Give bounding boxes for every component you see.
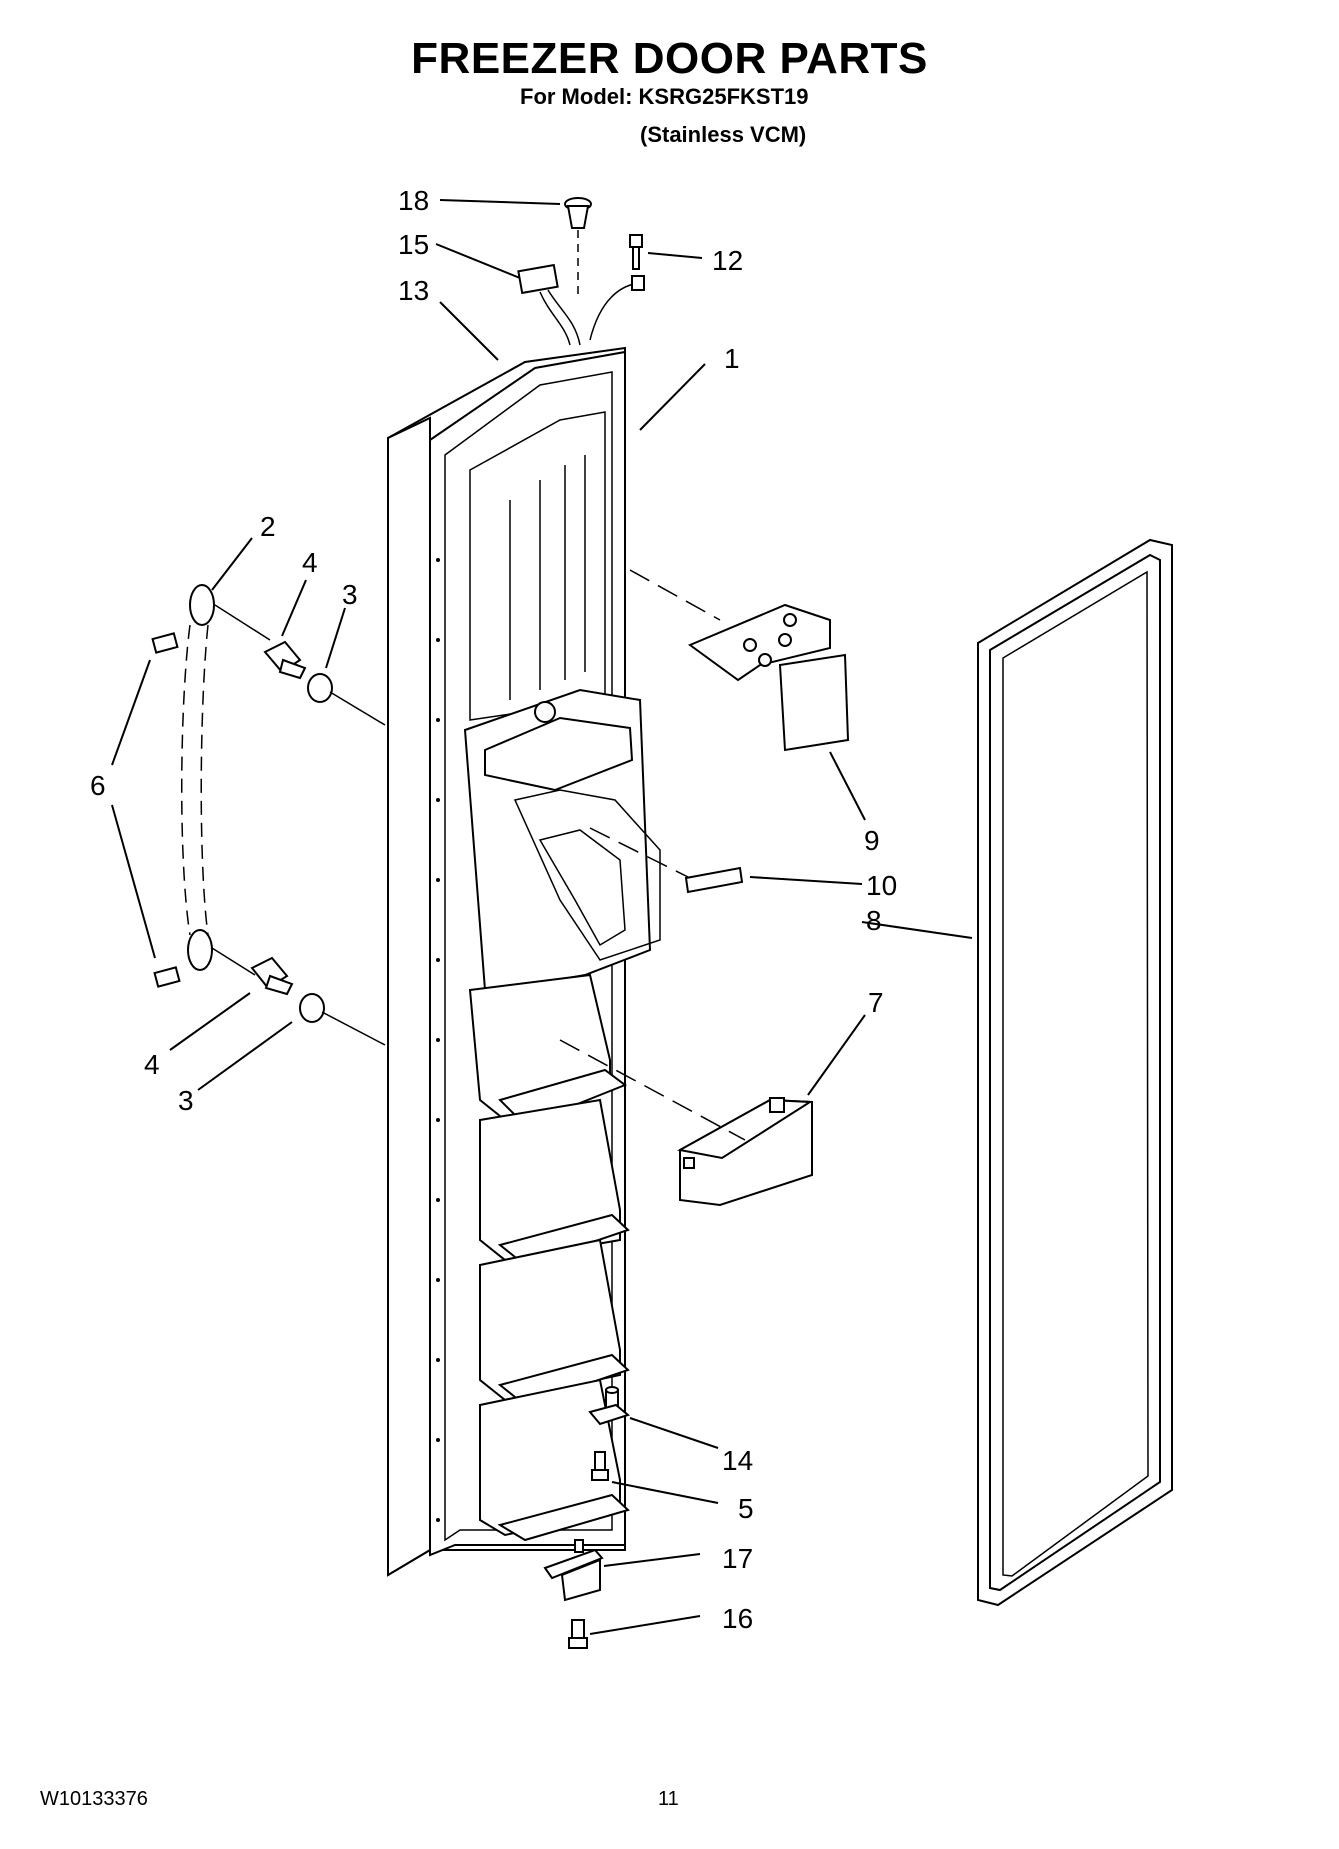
callout-4-upper: 4 bbox=[302, 547, 318, 578]
assembly-line-pad bbox=[589, 827, 691, 879]
leader-lines bbox=[111, 199, 973, 1635]
handle-spacer-upper bbox=[307, 673, 386, 726]
callout-6: 6 bbox=[90, 770, 106, 801]
callout-1: 1 bbox=[724, 343, 740, 374]
callout-14: 14 bbox=[722, 1445, 753, 1476]
dispenser-pad bbox=[684, 866, 744, 894]
callout-16: 16 bbox=[722, 1603, 753, 1634]
page-number: 11 bbox=[658, 1788, 679, 1810]
callout-15: 15 bbox=[398, 229, 429, 260]
bottom-hinge-bracket bbox=[543, 1539, 604, 1602]
callout-2: 2 bbox=[260, 511, 276, 542]
door-edge-screws bbox=[436, 558, 440, 1522]
dispenser-heater-cover bbox=[687, 603, 850, 752]
finish-line: (Stainless VCM) bbox=[640, 122, 807, 147]
callout-3-lower: 3 bbox=[178, 1085, 194, 1116]
hinge-screw bbox=[591, 1451, 609, 1481]
bracket-screw bbox=[568, 1619, 588, 1649]
handle-end-plug-upper bbox=[151, 632, 179, 654]
callout-5: 5 bbox=[738, 1493, 754, 1524]
callout-17: 17 bbox=[722, 1543, 753, 1574]
callout-3-upper: 3 bbox=[342, 579, 358, 610]
door-gasket bbox=[977, 538, 1173, 1607]
callout-18: 18 bbox=[398, 185, 429, 216]
callout-13: 13 bbox=[398, 275, 429, 306]
page-title: FREEZER DOOR PARTS bbox=[411, 34, 928, 83]
handle-mounting-screw-lower bbox=[250, 956, 294, 996]
door-bin bbox=[677, 1097, 814, 1207]
handle-mounting-screw-upper bbox=[263, 640, 307, 680]
freezer-door-panel bbox=[387, 346, 661, 1577]
top-screw bbox=[629, 234, 643, 270]
handle-spacer-lower bbox=[299, 993, 386, 1046]
callout-7: 7 bbox=[868, 987, 884, 1018]
callout-labels: 18 15 12 13 1 2 4 3 6 9 10 8 7 4 3 14 5 … bbox=[90, 185, 897, 1634]
model-line: For Model: KSRG25FKST19 bbox=[520, 84, 809, 109]
assembly-line-bin bbox=[559, 1039, 746, 1141]
hinge-pin bbox=[588, 1386, 631, 1426]
callout-10: 10 bbox=[866, 870, 897, 901]
door-shelves bbox=[468, 973, 630, 1542]
callout-12: 12 bbox=[712, 245, 743, 276]
wire-harness-connector bbox=[517, 263, 645, 346]
handle-end-plug-lower bbox=[153, 966, 181, 988]
callout-8: 8 bbox=[866, 905, 882, 936]
door-handle bbox=[181, 584, 271, 976]
assembly-line-cover bbox=[629, 569, 721, 621]
document-number: W10133376 bbox=[40, 1788, 148, 1810]
hinge-bushing-top bbox=[564, 197, 592, 300]
callout-9: 9 bbox=[864, 825, 880, 856]
callout-4-lower: 4 bbox=[144, 1049, 160, 1080]
